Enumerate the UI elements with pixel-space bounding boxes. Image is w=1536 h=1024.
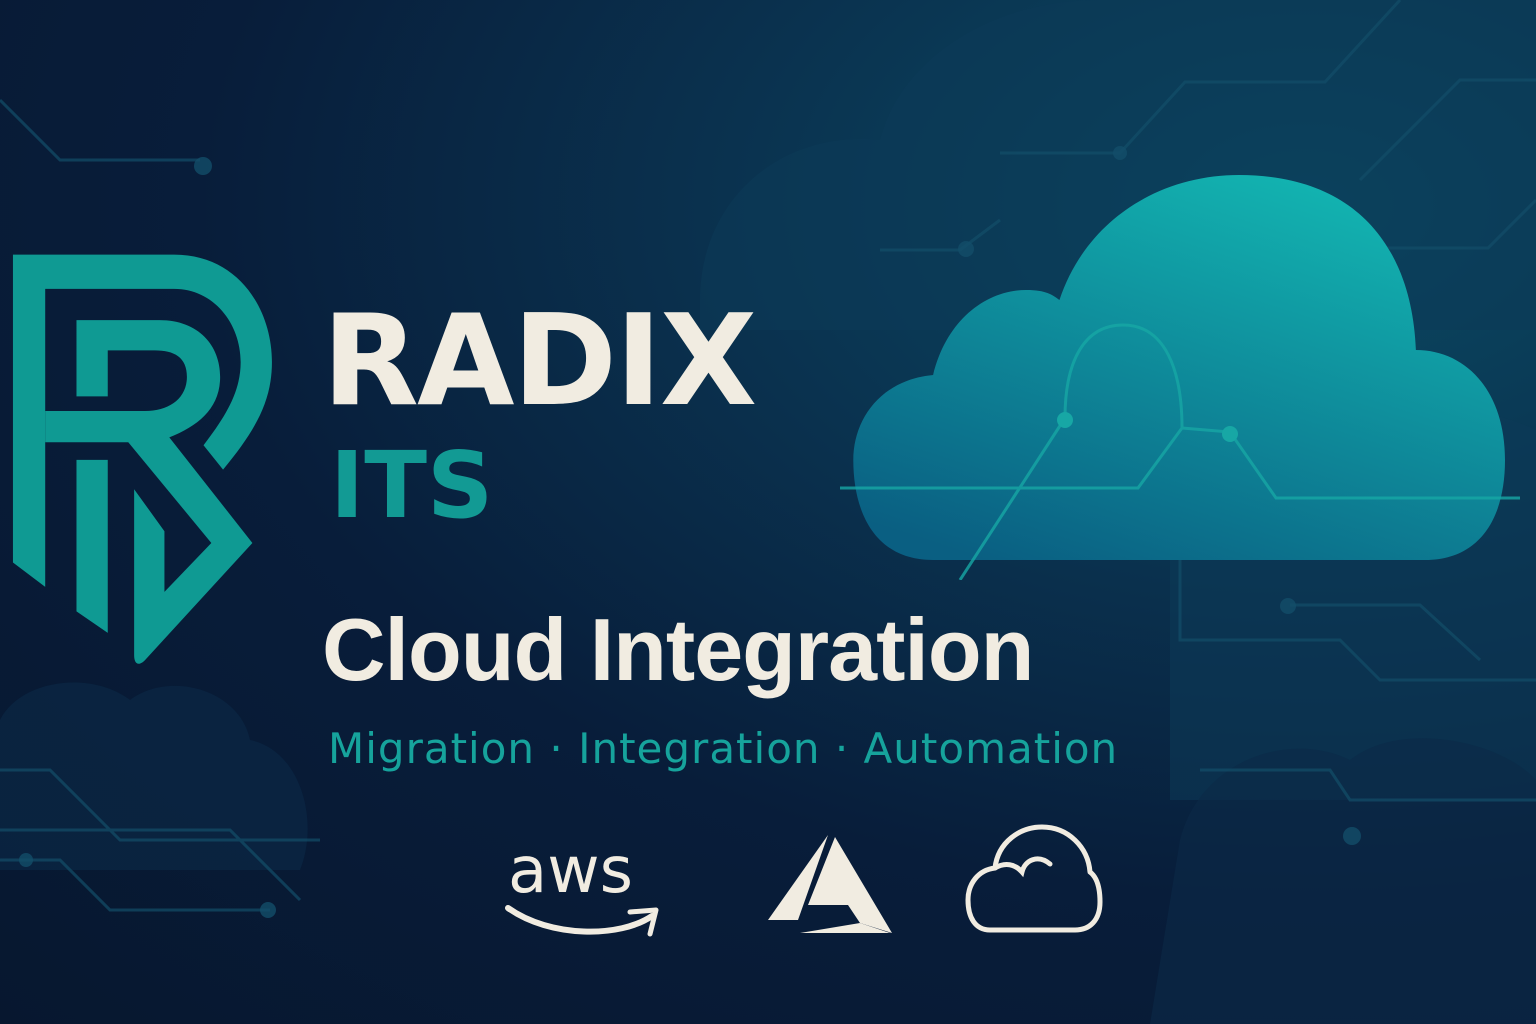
tagline: Migration · Integration · Automation [328,724,1119,773]
cloud-outline-icon [965,824,1103,933]
brand-name: RADIX [322,287,757,434]
cloud-circuit-icon [840,175,1520,580]
azure-logo-icon [768,835,892,933]
svg-text:aws: aws [508,834,633,908]
aws-logo-icon: aws [505,834,659,937]
radix-r-monogram-icon [12,254,272,664]
brand-suffix: ITS [330,432,494,539]
headline: Cloud Integration [322,600,1034,699]
